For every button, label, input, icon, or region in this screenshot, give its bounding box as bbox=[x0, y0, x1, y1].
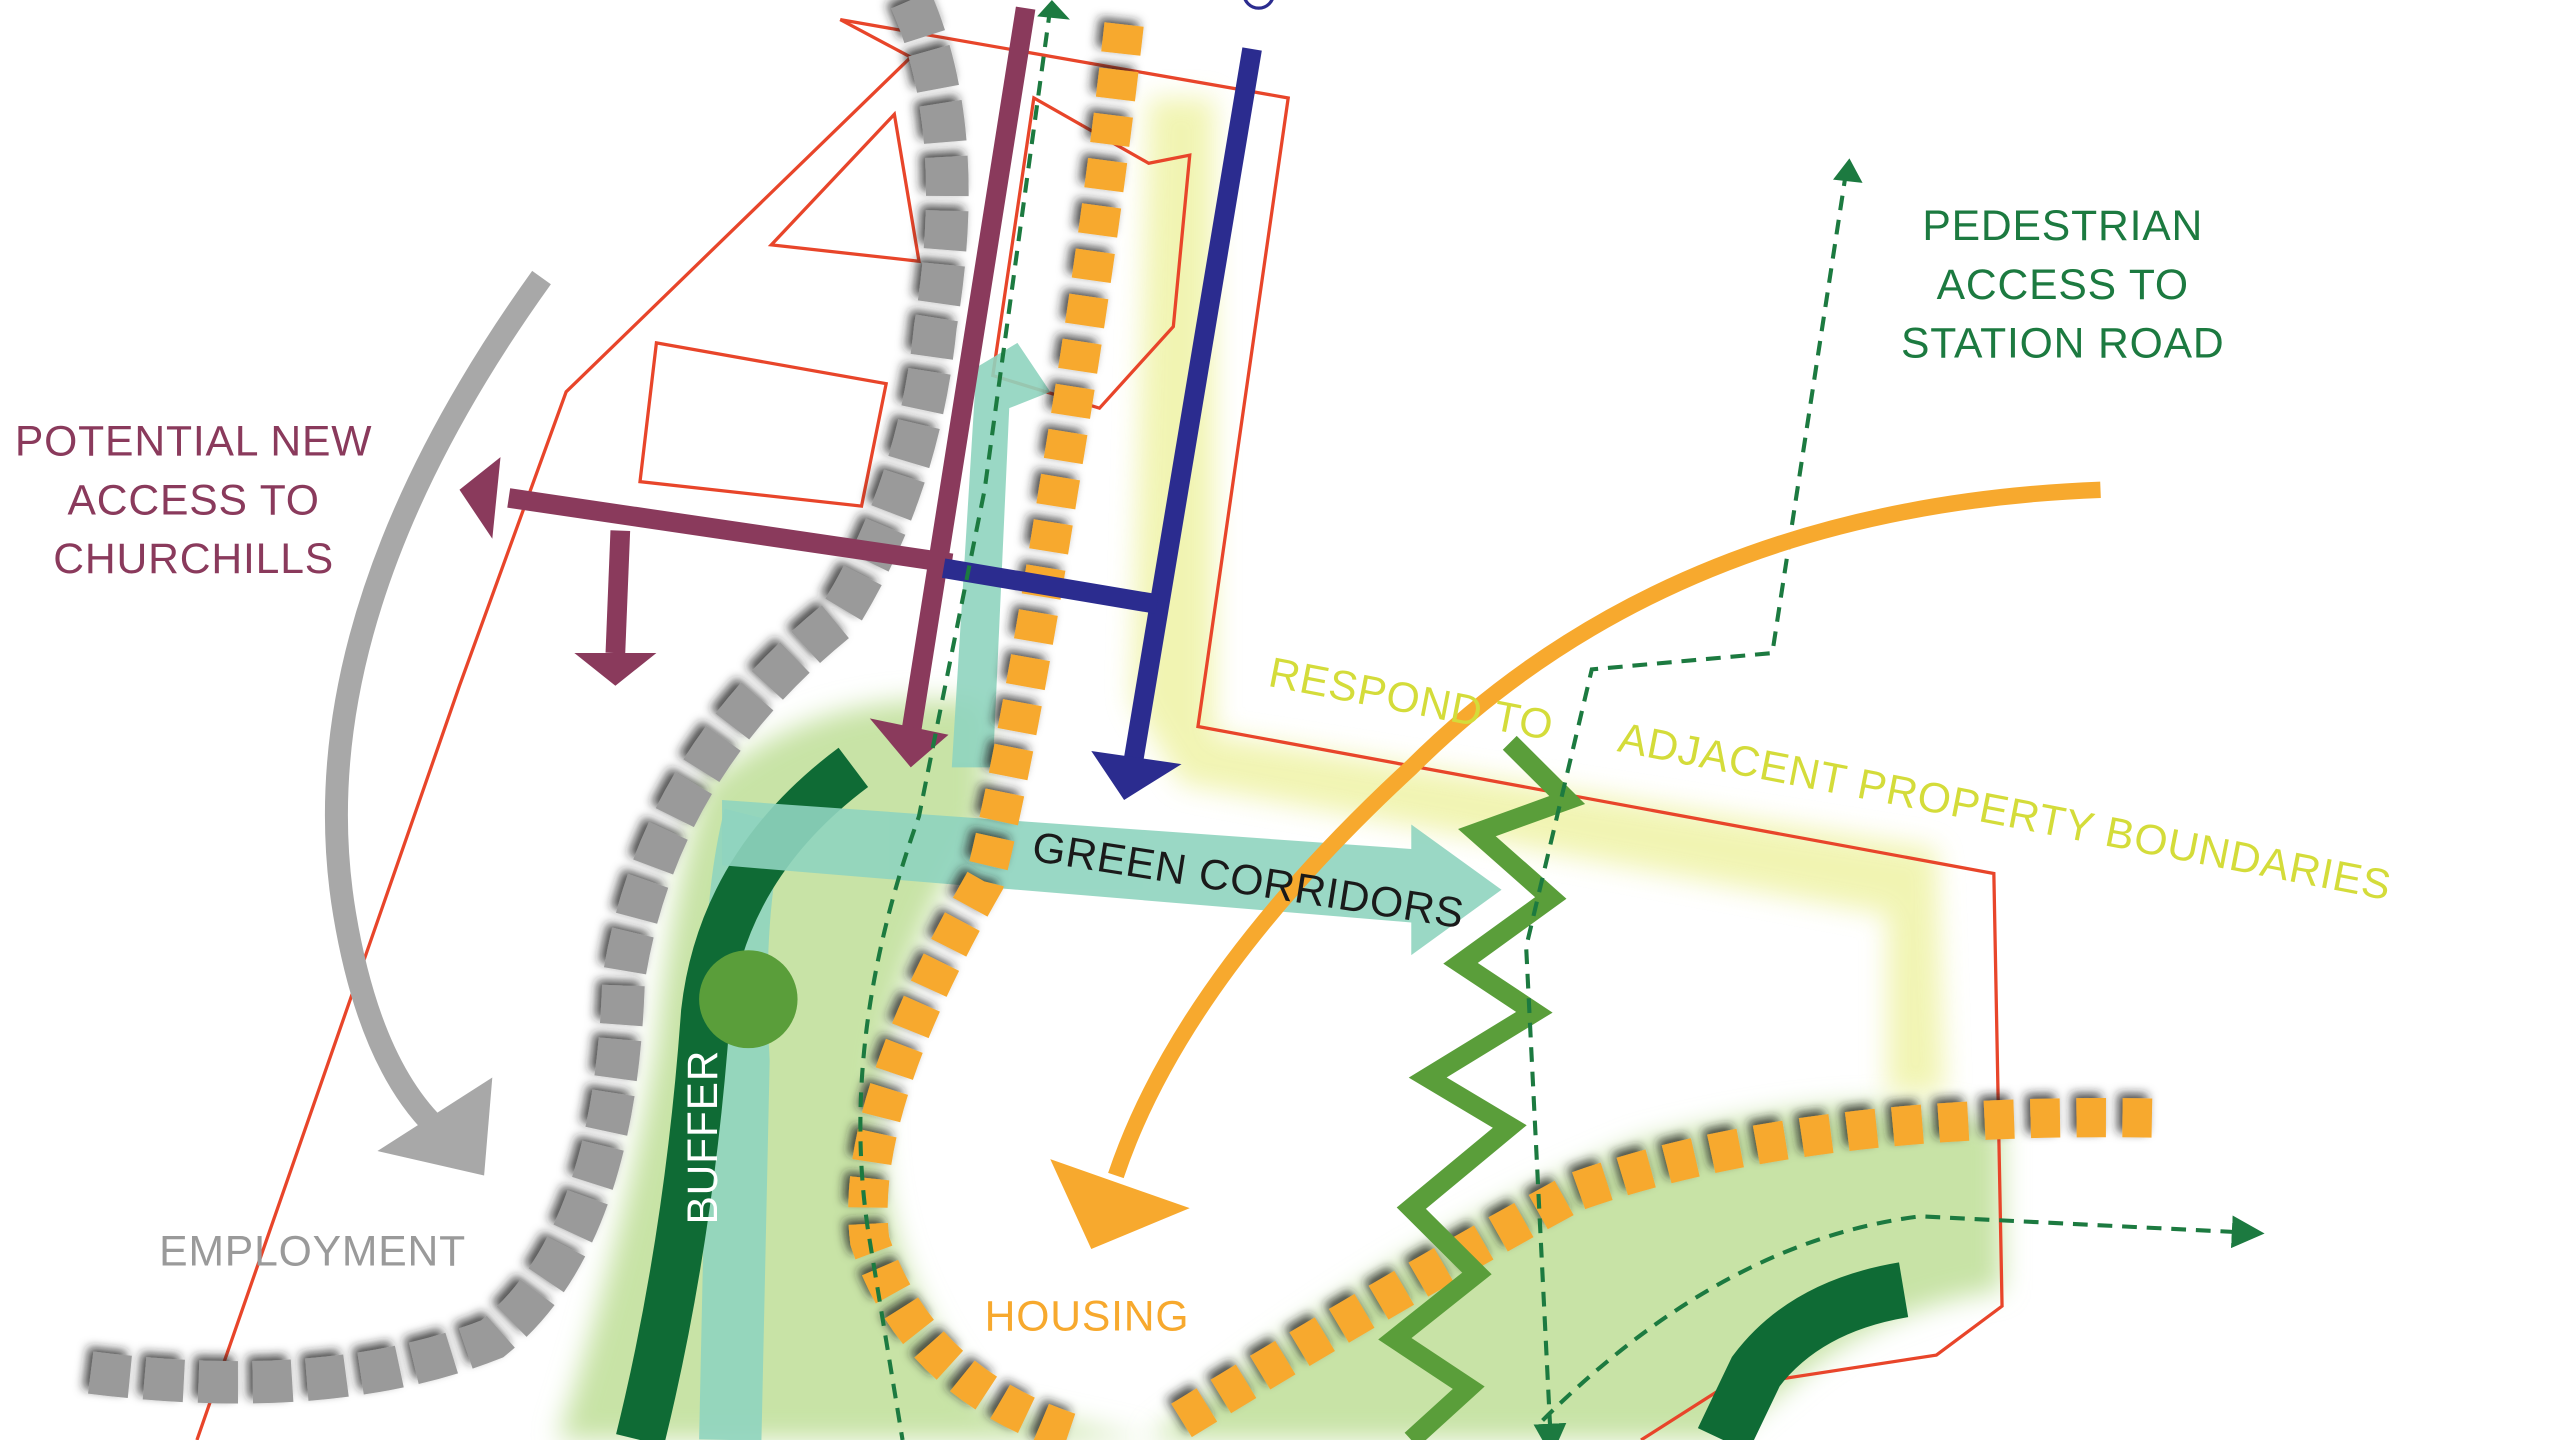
employment-label: EMPLOYMENT bbox=[159, 1227, 466, 1275]
employment-arrow bbox=[325, 270, 551, 1135]
pedestrian-arrowhead-top-icon bbox=[1037, 0, 1070, 20]
navy-road-arrows bbox=[941, 0, 1274, 800]
tree-icon bbox=[699, 950, 798, 1049]
svg-text:STATION ROAD: STATION ROAD bbox=[1901, 320, 2224, 368]
svg-text:CHURCHILLS: CHURCHILLS bbox=[53, 535, 334, 583]
svg-text:ACCESS TO: ACCESS TO bbox=[1937, 261, 2189, 309]
housing-arrow bbox=[1108, 481, 2101, 1179]
svg-text:PEDESTRIAN: PEDESTRIAN bbox=[1922, 202, 2203, 250]
churchills-label: POTENTIAL NEW ACCESS TO CHURCHILLS bbox=[15, 418, 372, 583]
svg-text:ACCESS TO: ACCESS TO bbox=[67, 476, 319, 524]
bottom-green-strip bbox=[1697, 1262, 1909, 1440]
respond-label: RESPOND TO bbox=[1265, 649, 1558, 751]
pedestrian-routes bbox=[858, 7, 2265, 1440]
housing-edge bbox=[848, 22, 2167, 1440]
employment-arrowhead-icon bbox=[377, 1077, 493, 1176]
pedestrian-arrowhead-icon bbox=[1833, 158, 1863, 183]
zigzag-green-corridor bbox=[1378, 735, 1586, 1440]
housing-arrowhead-icon bbox=[1050, 1159, 1190, 1249]
churchills-access-arrows bbox=[459, 6, 1036, 768]
pedestrian-label: PEDESTRIAN ACCESS TO STATION ROAD bbox=[1901, 202, 2224, 367]
green-corridor-arrow bbox=[722, 342, 1502, 956]
svg-text:POTENTIAL NEW: POTENTIAL NEW bbox=[15, 418, 372, 466]
housing-label: HOUSING bbox=[985, 1293, 1190, 1341]
employment-road-edge bbox=[79, 0, 969, 1404]
buffer-label: BUFFER bbox=[679, 1050, 727, 1225]
